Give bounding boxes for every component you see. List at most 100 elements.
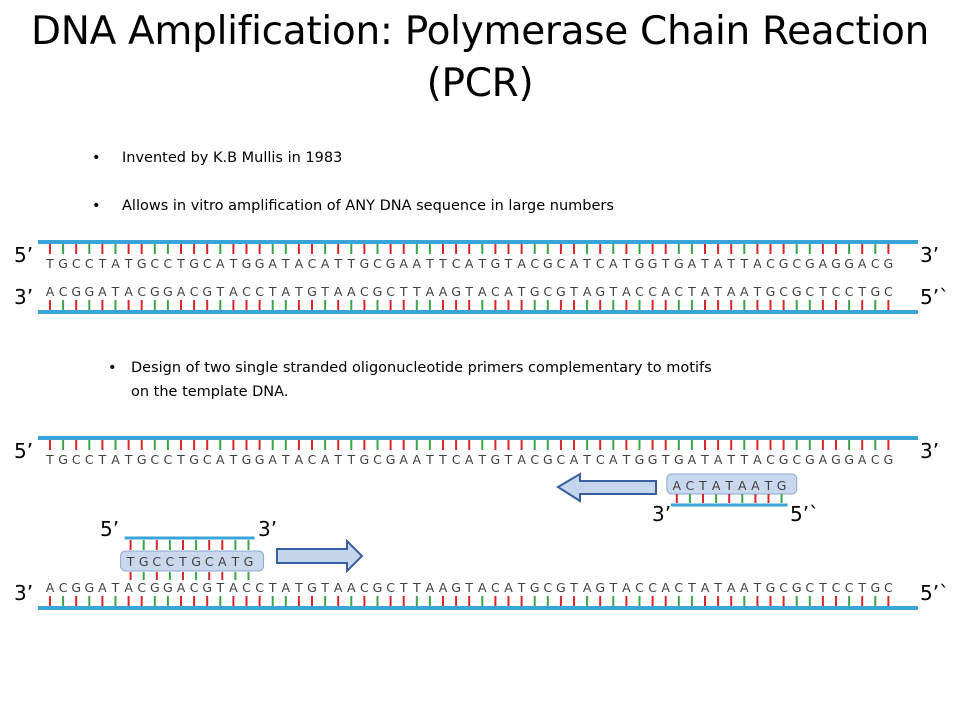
top-strand-base: C <box>792 256 801 271</box>
top-strand-base: G <box>491 256 501 271</box>
template-bottom-strand-base: A <box>740 580 749 595</box>
template-bottom-strand-base: T <box>294 580 303 595</box>
template-bottom-strand-base: T <box>608 580 617 595</box>
template-bottom-strand-base: C <box>635 580 644 595</box>
bottom-strand-base: G <box>792 284 802 299</box>
template-top-strand-base: A <box>609 452 618 467</box>
template-bottom-strand-base: A <box>124 580 133 595</box>
template-bottom-strand-base: A <box>334 580 343 595</box>
top-strand-base: C <box>203 256 212 271</box>
primer-left-base: G <box>191 554 201 569</box>
top-strand-base: G <box>674 256 684 271</box>
top-strand-base: A <box>413 256 422 271</box>
arrow-right-icon <box>276 538 364 574</box>
bottom-strand-base: T <box>320 284 329 299</box>
primer-left-base: A <box>218 554 227 569</box>
primer-left-base: T <box>178 554 187 569</box>
template-top-strand-base: C <box>373 452 382 467</box>
top-strand-base: G <box>242 256 252 271</box>
template-bottom-strand-base: C <box>845 580 854 595</box>
bottom-strand-base: C <box>491 284 500 299</box>
template-top-strand-base: T <box>98 452 107 467</box>
template-bottom-strand-base: T <box>713 580 722 595</box>
template-top-strand-base: A <box>688 452 697 467</box>
template-bottom-strand-base: C <box>779 580 788 595</box>
template-top-strand-base: T <box>726 452 735 467</box>
template-bottom-strand-base: T <box>412 580 421 595</box>
template-top-strand-base: A <box>216 452 225 467</box>
primer-left-base: C <box>205 554 214 569</box>
top-strand-base: G <box>884 256 894 271</box>
template-bottom-strand-base: A <box>478 580 487 595</box>
primer-left-base: C <box>152 554 161 569</box>
template-top-strand-base: G <box>635 452 645 467</box>
template-bottom-strand-base: C <box>491 580 500 595</box>
top-strand-base: A <box>321 256 330 271</box>
template-top-strand-base: C <box>150 452 159 467</box>
template-bottom-strand-base: G <box>84 580 94 595</box>
top-strand-base: T <box>124 256 133 271</box>
bottom-strand-base: T <box>215 284 224 299</box>
template-top-strand-base: G <box>58 452 68 467</box>
top-strand-base: A <box>465 256 474 271</box>
top-strand-base: G <box>648 256 658 271</box>
template-bottom-strand-base: T <box>464 580 473 595</box>
top-strand-base: T <box>45 256 54 271</box>
template-bottom-strand-base: A <box>504 580 513 595</box>
bottom-strand-base: A <box>504 284 513 299</box>
template-top-strand-base: C <box>452 452 461 467</box>
top-strand-base: T <box>726 256 735 271</box>
template-bottom-strand-base: C <box>360 580 369 595</box>
bottom-strand-base: A <box>124 284 133 299</box>
bottom-strand-base: G <box>373 284 383 299</box>
bottom-strand-base: C <box>779 284 788 299</box>
top-strand-base: T <box>700 256 709 271</box>
top-strand-base: G <box>635 256 645 271</box>
three-prime-label-bottom: 3’ <box>14 285 33 309</box>
bottom-strand-base: G <box>202 284 212 299</box>
template-bottom-strand-base: C <box>242 580 251 595</box>
top-strand-base: A <box>399 256 408 271</box>
top-strand-base: G <box>189 256 199 271</box>
template-bottom-strand-base: G <box>556 580 566 595</box>
template-bottom-strand-base: G <box>202 580 212 595</box>
template-bottom-strand-base: G <box>150 580 160 595</box>
bottom-strand-base: T <box>687 284 696 299</box>
top-strand-base: G <box>831 256 841 271</box>
template-bottom-strand-base: G <box>530 580 540 595</box>
template-top-strand-base: T <box>176 452 185 467</box>
bottom-strand-base: C <box>674 284 683 299</box>
template-top-strand-base: G <box>255 452 265 467</box>
template-bottom-strand-base: T <box>111 580 120 595</box>
bottom-strand-base: A <box>727 284 736 299</box>
template-top-strand-base: C <box>72 452 81 467</box>
template-top-strand-base: C <box>164 452 173 467</box>
template-top-strand-base: G <box>543 452 553 467</box>
template-bottom-strand-base: T <box>753 580 762 595</box>
template-bottom-strand-base: C <box>674 580 683 595</box>
primer-right-base: A <box>712 478 721 493</box>
bottom-strand-base: C <box>884 284 893 299</box>
template-bottom-strand-base: A <box>661 580 670 595</box>
top-strand-base: A <box>819 256 828 271</box>
template-top-strand-base: C <box>530 452 539 467</box>
bottom-strand-base: A <box>661 284 670 299</box>
top-strand-base: C <box>308 256 317 271</box>
bullet-text-line2: on the template DNA. <box>131 384 289 400</box>
template-top-strand-base: T <box>333 452 342 467</box>
bottom-strand-base: A <box>177 284 186 299</box>
template-top-strand-base: T <box>281 452 290 467</box>
top-strand-base: C <box>530 256 539 271</box>
top-strand-base: T <box>176 256 185 271</box>
primer-right-base: A <box>673 478 682 493</box>
template-top-strand-base: A <box>268 452 277 467</box>
template-top-strand-base: G <box>779 452 789 467</box>
top-strand-base: C <box>766 256 775 271</box>
template-top-strand-base: A <box>321 452 330 467</box>
template-bottom-strand-base: T <box>569 580 578 595</box>
template-bottom-strand-base: G <box>163 580 173 595</box>
template-top-strand-base: G <box>491 452 501 467</box>
template-top-strand-base: A <box>517 452 526 467</box>
template-bottom-strand-base: C <box>805 580 814 595</box>
primer-right-base: A <box>751 478 760 493</box>
